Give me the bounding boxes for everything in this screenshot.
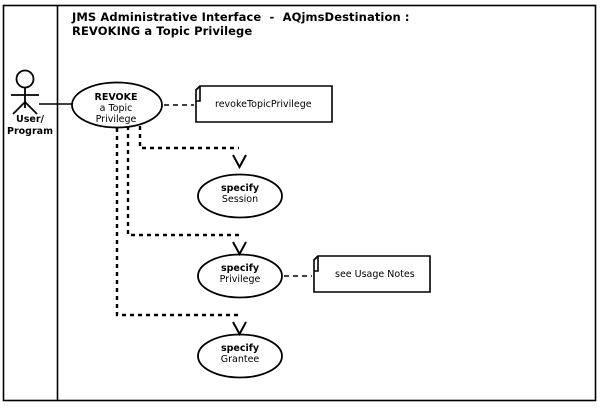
title-line-2: REVOKING a Topic Privilege <box>72 23 253 38</box>
actor-label-line-2: Program <box>7 125 53 137</box>
actor-label-line-1: User/ <box>16 114 44 125</box>
note-text-revoke-topic-privilege: revokeTopicPrivilege <box>215 99 312 110</box>
arrowhead-specify-privilege <box>232 241 247 257</box>
use-case-label-revoke-a-topic-privilege: REVOKE a Topic Privilege <box>72 92 160 125</box>
use-case-secondary-label-1: Session <box>221 194 259 206</box>
use-case-label-specify-grantee: specify Grantee <box>196 343 284 365</box>
actor-label: User/Program <box>4 114 56 138</box>
note-revoke-topic-privilege[interactable] <box>195 85 333 123</box>
arrowhead-specify-session <box>232 154 247 170</box>
use-case-primary-label: REVOKE <box>94 92 138 103</box>
use-case-ellipse-revoke-a-topic-privilege[interactable] <box>71 81 163 129</box>
include-dependency-edges <box>115 126 239 317</box>
use-case-ellipse-specify-session[interactable] <box>197 173 283 219</box>
note-fold-corner-icon <box>196 86 201 102</box>
use-case-secondary-label-1: a Topic <box>99 103 133 115</box>
include-edge-specify-grantee <box>115 128 239 317</box>
arrowheads <box>232 154 247 337</box>
use-case-secondary-label-1: Privilege <box>219 274 261 286</box>
include-edge-specify-session <box>138 126 239 150</box>
actor-figure-icon <box>11 69 39 115</box>
use-case-primary-label: specify <box>220 343 260 354</box>
note-fold-corner-icon <box>314 256 319 272</box>
use-case-label-specify-session: specify Session <box>196 183 284 205</box>
note-text-see-usage-notes: see Usage Notes <box>335 269 415 280</box>
use-case-secondary-label-2: Privilege <box>95 114 137 126</box>
arrowhead-specify-grantee <box>232 321 247 337</box>
diagram-title: JMS Administrative Interface - AQjmsDest… <box>72 10 410 38</box>
diagram-outer-frame <box>2 4 597 402</box>
use-case-label-specify-privilege: specify Privilege <box>196 263 284 285</box>
title-line-1: JMS Administrative Interface - AQjmsDest… <box>72 10 410 24</box>
use-case-primary-label: specify <box>220 183 260 194</box>
use-case-secondary-label-1: Grantee <box>220 354 260 366</box>
use-case-primary-label: specify <box>220 263 260 274</box>
note-see-usage-notes[interactable] <box>313 255 431 293</box>
